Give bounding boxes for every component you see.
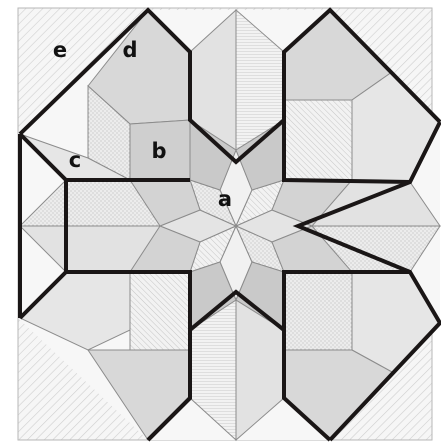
label-e: e <box>53 38 67 62</box>
label-d: d <box>122 38 137 62</box>
label-c: c <box>69 148 81 172</box>
diamond-br-1 <box>284 272 352 350</box>
diamond-tr-2 <box>284 100 352 180</box>
label-a: a <box>218 187 232 211</box>
diamond-bl-2 <box>130 272 190 350</box>
label-b: b <box>151 139 166 163</box>
